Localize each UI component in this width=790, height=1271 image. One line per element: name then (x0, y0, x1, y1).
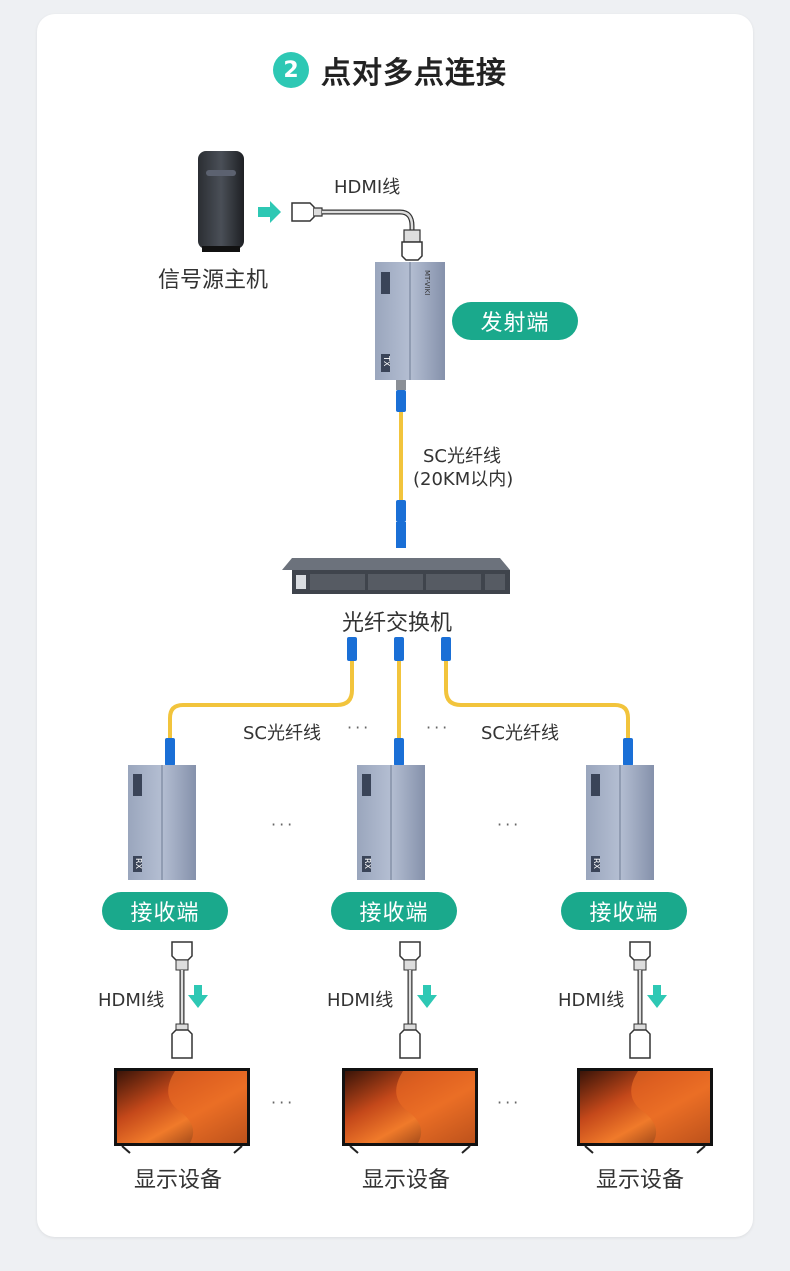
hdmi-right-label: HDMI线 (558, 990, 625, 1011)
sc-main-label-1: SC光纤线 (423, 446, 501, 467)
ellipsis: ··· (497, 1093, 522, 1112)
display-label-3: 显示设备 (596, 1168, 685, 1193)
source-pc-icon (198, 151, 244, 252)
hdmi-top-label: HDMI线 (334, 177, 401, 198)
ellipsis: ··· (271, 815, 296, 834)
receiver-tag: RX (134, 858, 143, 870)
section-header: 2 点对多点连接 (273, 50, 507, 91)
arrow-down-icon (417, 985, 437, 1008)
hdmi-cable-1 (171, 941, 193, 1059)
fiber-branches (165, 637, 633, 766)
arrow-down-icon (647, 985, 667, 1008)
transmitter-pill: 发射端 (452, 302, 578, 340)
receiver-device-1 (128, 765, 196, 880)
transmitter-device: MT-VIKI (375, 262, 445, 380)
arrow-down-icon (188, 985, 208, 1008)
receiver-tag: RX (363, 858, 372, 870)
receiver-pill-2: 接收端 (331, 892, 457, 930)
ellipsis: ··· (347, 718, 372, 737)
fiber-switch (282, 558, 510, 594)
hdmi-cable-2 (399, 941, 421, 1059)
receiver-tag: RX (592, 858, 601, 870)
ellipsis: ··· (497, 815, 522, 834)
receiver-pill-3: 接收端 (561, 892, 687, 930)
transmitter-brand-text: MT-VIKI (423, 270, 431, 295)
display-label-1: 显示设备 (134, 1168, 223, 1193)
hdmi-left-label: HDMI线 (98, 990, 165, 1011)
display-tv-2 (342, 1068, 478, 1154)
receiver-pill-1: 接收端 (102, 892, 228, 930)
display-label-2: 显示设备 (362, 1168, 451, 1193)
ellipsis: ··· (271, 1093, 296, 1112)
source-label: 信号源主机 (158, 268, 269, 293)
switch-label: 光纤交换机 (342, 611, 453, 636)
hdmi-mid-label: HDMI线 (327, 990, 394, 1011)
hdmi-cable-top (291, 202, 423, 261)
transmitter-tag: TX (382, 355, 391, 367)
page-title: 点对多点连接 (321, 56, 507, 91)
display-tv-1 (114, 1068, 250, 1154)
hdmi-cable-3 (629, 941, 651, 1059)
fiber-main (396, 380, 406, 548)
receiver-device-3 (586, 765, 654, 880)
receiver-device-2 (357, 765, 425, 880)
sc-right-label: SC光纤线 (481, 723, 559, 744)
display-tv-3 (577, 1068, 713, 1154)
ellipsis: ··· (426, 718, 451, 737)
step-number-badge: 2 (273, 52, 309, 88)
arrow-right-icon (258, 201, 281, 223)
sc-left-label: SC光纤线 (243, 723, 321, 744)
sc-main-label-2: (20KM以内) (413, 469, 514, 490)
